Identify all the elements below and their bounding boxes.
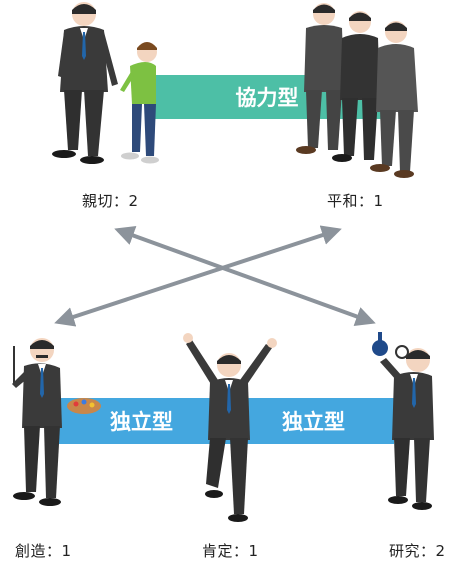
child-figure [120, 42, 159, 164]
creation-label: 創造：1 [15, 542, 72, 560]
peace-label: 平和：1 [327, 192, 384, 210]
painter-figure [12, 338, 101, 506]
independent-band-label-right: 独立型 [282, 410, 345, 434]
research-label: 研究：2 [389, 542, 446, 560]
group-of-three-figures [296, 3, 418, 178]
kindness-label: 親切：2 [82, 192, 139, 210]
arrow-peace-creation [54, 225, 342, 327]
independent-band: 独立型 独立型 [52, 398, 394, 444]
affirmation-label: 肯定：1 [202, 542, 259, 560]
cheering-man-figure [183, 333, 277, 522]
man-holding-hand-figure [52, 2, 118, 164]
independent-band-label-left: 独立型 [110, 410, 173, 434]
researcher-figure [372, 332, 434, 510]
cooperative-band-label: 協力型 [235, 86, 299, 110]
